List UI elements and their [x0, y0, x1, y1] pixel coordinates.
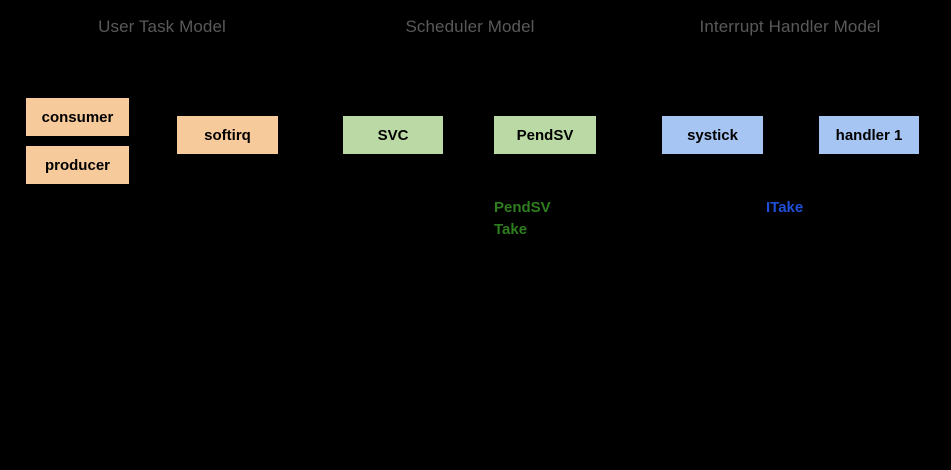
- node-handler-1[interactable]: handler 1: [819, 116, 919, 154]
- node-pendsv[interactable]: PendSV: [494, 116, 596, 154]
- node-systick[interactable]: systick: [662, 116, 763, 154]
- column-header-user-task-model: User Task Model: [98, 17, 226, 36]
- node-svc[interactable]: SVC: [343, 116, 443, 154]
- column-header-interrupt-handler-model: Interrupt Handler Model: [699, 17, 881, 36]
- node-softirq[interactable]: softirq: [177, 116, 278, 154]
- node-consumer[interactable]: consumer: [26, 98, 129, 136]
- edge-label-pendsv-take: PendSV Take: [494, 199, 551, 238]
- column-header-scheduler-model: Scheduler Model: [405, 17, 535, 36]
- edge-label-itake: ITake: [766, 199, 804, 216]
- node-producer[interactable]: producer: [26, 146, 129, 184]
